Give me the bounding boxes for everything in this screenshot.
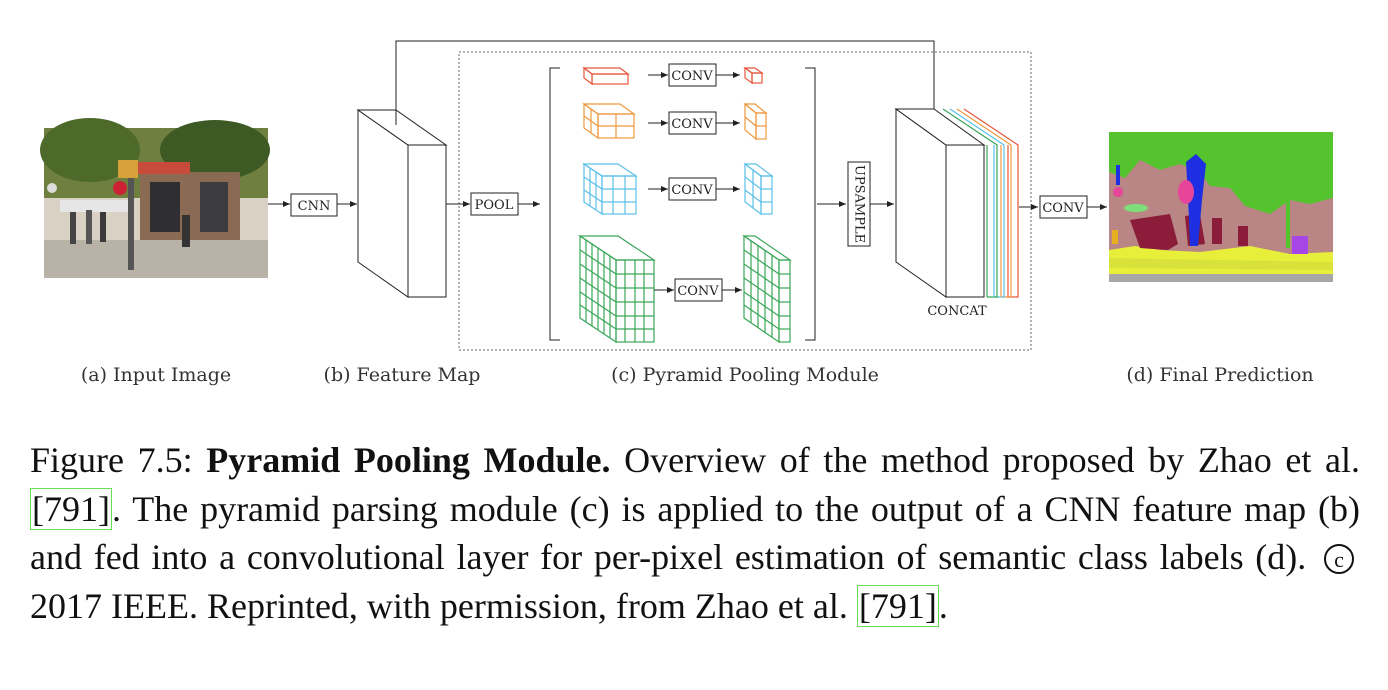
figure-title: Pyramid Pooling Module.	[206, 440, 611, 480]
upsample-label: UPSAMPLE	[852, 165, 867, 243]
pool-level-4	[578, 234, 656, 344]
pyramid-module-boundary	[458, 51, 1032, 351]
input-image	[40, 118, 270, 278]
citation-link-2[interactable]: [791]	[856, 584, 939, 627]
conv-output-4	[742, 234, 792, 344]
label-feature-map: (b) Feature Map	[324, 364, 481, 386]
conv-output-2	[743, 102, 768, 141]
caption-text-4: .	[938, 585, 948, 626]
pool-level-2	[582, 102, 636, 140]
pool-label: POOL	[475, 198, 514, 213]
pool-level-1	[582, 66, 630, 86]
label-pyramid-pooling-module: (c) Pyramid Pooling Module	[611, 364, 879, 386]
figure-caption: Figure 7.5: Pyramid Pooling Module. Over…	[30, 436, 1360, 630]
conv-label-3: CONV	[671, 183, 713, 198]
cnn-label: CNN	[298, 199, 331, 214]
concat-slabs	[942, 108, 1019, 298]
citation-number-1: 791	[44, 488, 98, 529]
conv-label-1: CONV	[671, 69, 713, 84]
skip-connection	[395, 40, 937, 125]
citation-number-2: 791	[870, 585, 925, 626]
caption-text-1: Overview of the method proposed by Zhao …	[624, 440, 1361, 480]
feature-map-block	[356, 109, 448, 298]
right-bracket	[805, 67, 816, 341]
conv-label-2: CONV	[671, 117, 713, 132]
pool-level-3	[582, 162, 638, 216]
caption-text-3: 2017 IEEE. Reprinted, with permission, f…	[30, 585, 848, 626]
citation-link-1[interactable]: [791]	[30, 487, 112, 530]
concat-label: CONCAT	[927, 304, 987, 319]
copyright-icon: c	[1324, 544, 1355, 574]
final-conv-label: CONV	[1042, 201, 1084, 216]
pyramid-pooling-diagram: CNN POOL CONV CONV	[40, 40, 1333, 386]
concat-block	[894, 108, 986, 298]
conv-output-3	[743, 162, 774, 216]
cnn-box	[290, 193, 338, 217]
figure-number: Figure 7.5:	[30, 440, 193, 480]
left-bracket	[549, 67, 560, 341]
final-prediction-image	[1109, 132, 1333, 282]
conv-label-4: CONV	[677, 284, 719, 299]
label-final-prediction: (d) Final Prediction	[1126, 364, 1313, 386]
conv-output-1	[743, 66, 764, 85]
caption-text-2: . The pyramid parsing module (c) is appl…	[30, 488, 1360, 578]
label-input-image: (a) Input Image	[81, 364, 231, 386]
